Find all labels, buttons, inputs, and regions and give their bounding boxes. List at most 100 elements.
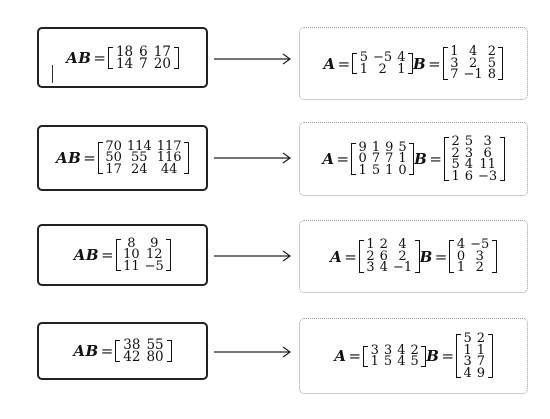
matrix-cell: 1 (397, 61, 406, 77)
matrix-cell: 24 (131, 161, 148, 177)
matrix-cell: 4 (379, 260, 388, 276)
matrix-cell: −3 (478, 168, 498, 184)
matrix-cell: 1 (371, 139, 381, 155)
matrix-cell: 2 (410, 342, 419, 358)
product-matrix: 38 55 42 80 (115, 338, 173, 365)
matrix-cell: 7 (450, 67, 459, 83)
matrix-cell: 4 (468, 44, 478, 60)
matrix-cell: 12 (145, 247, 163, 263)
product-matrix: 70 114 117 50 55 116 17 24 44 (97, 138, 190, 177)
equals-sign: = (441, 347, 455, 365)
product-card-1[interactable]: AB = 18 6 17 14 7 20 (37, 27, 208, 88)
product-matrix: 18 6 17 14 7 20 (107, 43, 179, 72)
matrix-cell: 9 (150, 235, 159, 251)
product-card-3[interactable]: AB = 8 9 10 12 11 −5 (37, 224, 208, 286)
matrix-cell: 1 (463, 342, 472, 358)
matrix-cell: 4 (397, 342, 406, 358)
matrix-cell: 6 (464, 168, 473, 184)
matrix-cell: 6 (139, 43, 148, 60)
matrix-cell: 5 (398, 139, 407, 155)
matrix-cell: 3 (370, 342, 379, 358)
b-label: B (419, 247, 433, 266)
factors-card-1[interactable]: A = 5 −5 4 1 2 1 (299, 27, 528, 100)
a-label: A (330, 247, 343, 266)
product-equation: AB = 70 114 117 50 55 116 (56, 138, 190, 177)
product-label: AB (66, 48, 92, 67)
matrix-cell: 116 (156, 150, 182, 166)
equals-sign: = (428, 54, 441, 73)
matrix-cell: 5 (371, 162, 381, 178)
matrix-cell: 2 (487, 44, 496, 60)
matrix-cell: 17 (105, 161, 122, 177)
matrix-cell: 11 (479, 157, 496, 172)
matrix-cell: 3 (483, 134, 492, 149)
matrix-cell: 2 (451, 134, 460, 149)
matrix-cell: 5 (383, 354, 393, 369)
matrix-cell: 7 (139, 55, 148, 72)
matrix-cell: 4 (463, 365, 472, 381)
factors-card-3[interactable]: A = 1 2 4 2 6 2 (299, 220, 528, 293)
matrix-cell: 1 (451, 168, 460, 184)
matrix-cell: 3 (366, 260, 375, 276)
matrix-cell: 2 (451, 145, 460, 161)
matrix-a: 9 1 9 5 0 7 7 1 1 5 (351, 139, 415, 178)
product-equation: AB = 8 9 10 12 11 −5 (73, 235, 172, 272)
matrix-cell: 117 (156, 138, 182, 154)
matrix-cell: 3 (464, 145, 473, 161)
matrix-cell: 9 (358, 139, 367, 155)
matrix-cell: 2 (379, 237, 388, 253)
product-matrix: 8 9 10 12 11 −5 (115, 235, 172, 272)
arrow-right-icon (214, 346, 292, 358)
a-label: A (334, 347, 347, 365)
equals-sign: = (348, 347, 362, 365)
factors-equation: A = 9 1 9 5 0 7 7 1 (322, 134, 505, 184)
matrix-cell: 2 (398, 248, 407, 264)
matrix-cell: 6 (483, 145, 492, 161)
matrix-cell: −5 (373, 50, 393, 65)
product-equation: AB = 18 6 17 14 7 20 (66, 43, 179, 72)
matrix-cell: 2 (366, 248, 375, 264)
product-label: AB (73, 246, 100, 264)
matrix-a: 3 3 4 2 1 5 4 5 (363, 342, 427, 369)
factors-card-2[interactable]: A = 9 1 9 5 0 7 7 1 (299, 122, 528, 196)
matrix-cell: 18 (115, 43, 134, 60)
a-label: A (323, 54, 336, 73)
arrow-right-icon (214, 53, 292, 65)
matrix-cell: 3 (450, 55, 459, 71)
matrix-cell: 8 (487, 67, 496, 83)
matrix-cell: 5 (359, 50, 369, 65)
matrix-cell: 14 (115, 55, 134, 72)
matrix-a: 1 2 4 2 6 2 3 4 −1 (358, 237, 420, 276)
matrix-cell: −1 (392, 260, 413, 276)
a-label: A (322, 150, 335, 168)
matrix-cell: 4 (398, 237, 407, 253)
b-label: B (412, 54, 427, 73)
arrow-right-icon (214, 152, 292, 164)
matrix-cell: 0 (456, 248, 466, 264)
b-label: B (414, 150, 428, 168)
matrix-cell: 1 (476, 342, 486, 358)
matrix-a: 5 −5 4 1 2 1 (352, 50, 413, 77)
matrix-cell: 2 (378, 61, 387, 77)
matrix-cell: 5 (464, 134, 473, 149)
product-card-2[interactable]: AB = 70 114 117 50 55 116 (37, 125, 208, 191)
equals-sign: = (434, 247, 448, 266)
matrix-cell: 5 (463, 331, 472, 346)
matrix-cell: 1 (450, 44, 459, 60)
factors-card-4[interactable]: A = 3 3 4 2 1 5 4 5 (299, 318, 528, 394)
text-cursor (52, 65, 53, 83)
matrix-cell: 1 (370, 354, 379, 369)
matrix-b: 1 4 2 3 2 5 7 −1 8 (442, 44, 504, 83)
matrix-cell: 1 (358, 162, 367, 178)
matrix-cell: 4 (397, 50, 406, 65)
product-card-4[interactable]: AB = 38 55 42 80 (37, 322, 208, 380)
matrix-cell: 1 (359, 61, 369, 77)
matrix-cell: 42 (123, 349, 141, 365)
matrix-cell: 6 (379, 248, 388, 264)
b-label: B (426, 347, 440, 365)
matrix-cell: 9 (476, 365, 486, 381)
matrix-cell: 3 (475, 248, 484, 264)
matrix-cell: 7 (476, 354, 486, 369)
product-label: AB (73, 342, 99, 360)
